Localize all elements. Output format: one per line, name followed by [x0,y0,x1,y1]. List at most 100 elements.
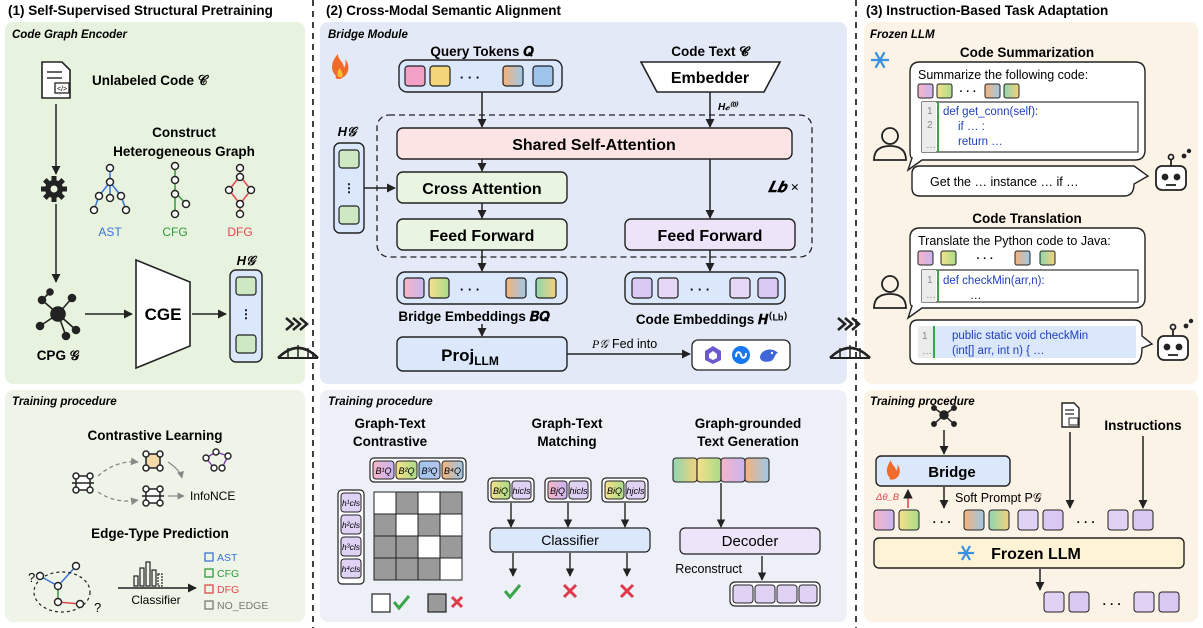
frozen-llm-block [873,537,1185,569]
match-classifier-block [489,527,651,553]
doc-input-icon [1061,402,1080,428]
svg-text:hjcls: hjcls [626,486,645,496]
cross-attention-label: Cross Attention [422,181,541,198]
gtm-title-2: Matching [537,434,596,449]
user-icon-1 [873,127,907,161]
snowflake-icon-bottom [958,545,974,561]
soft-prompt-label: Soft Prompt P𝒢 [955,491,1042,505]
svg-text:2: 2 [927,120,933,131]
aug-arrow-1 [97,457,139,477]
reconstruct-label: Reconstruct [675,562,742,576]
construct-label-2: Heterogeneous Graph [113,144,255,159]
matrix-cell [395,491,419,515]
svg-text:h²cls: h²cls [342,520,361,530]
svg-text:h⁴cls: h⁴cls [342,564,362,574]
hg-label-left: H𝒢 [237,253,258,268]
embedder-label: Embedder [671,70,749,87]
code-trans-title: Code Translation [972,211,1082,226]
cge-label: CGE [145,305,182,324]
cpg-label: CPG 𝒢 [37,348,81,363]
matrix-cell [373,557,397,581]
classifier-bars-icon [133,561,163,587]
svg-text:1: 1 [927,106,933,117]
summ-soft-tokens: · · · [917,83,1020,99]
meta-logo-icon [732,346,750,364]
matrix-cell [417,557,441,581]
caption-bridge-module: Bridge Module [328,29,408,41]
ggtg-title-2: Text Generation [697,434,799,449]
svg-text:B²Q: B²Q [398,466,414,476]
code-embeddings-label: Code Embeddings 𝑯⁽ᴸᵇ⁾ [636,310,788,327]
dfg-label: DFG [227,225,252,239]
summ-prompt-text: Summarize the following code: [918,68,1088,82]
svg-text:B³Q: B³Q [421,466,437,476]
matrix-cell [395,513,419,537]
svg-text:1: 1 [922,331,928,342]
fire-icon-bridge [332,54,349,80]
svg-text:CFG: CFG [217,568,239,580]
transition-icon-2 [829,317,871,359]
svg-text:· · ·: · · · [959,86,976,98]
lb-repeat-label: 𝑳𝒃 × [767,180,799,196]
frozen-llm-label: Frozen LLM [991,546,1081,563]
infonce-arrow-1 [167,461,184,479]
right-instr-tokens: · · · [1017,509,1154,531]
right-output-tokens: · · · [1043,591,1180,613]
svg-text:BiQ: BiQ [493,486,508,496]
dfg-graph-icon [224,163,256,219]
svg-text:hicls: hicls [569,486,588,496]
pos-neg-graph-icon [202,448,232,472]
bridge-embeddings-label: Bridge Embeddings 𝑩𝑸 [398,309,551,324]
svg-text:B¹Q: B¹Q [375,466,391,476]
transition-icon-1 [277,317,319,359]
svg-text:BjQ: BjQ [550,486,565,496]
matrix-cell [373,513,397,537]
svg-text:NO_EDGE: NO_EDGE [217,600,268,612]
code-text-label: Code Text 𝓒 [671,44,751,59]
summ-answer-text: Get the … instance … if … [930,175,1079,189]
svg-text:· · ·: · · · [690,282,710,297]
question-mark-2: ? [94,600,101,615]
right-soft-tokens: · · · [873,509,1010,531]
svg-text:· · ·: · · · [976,253,993,265]
bridge-block [875,455,1011,487]
query-tokens-label: Query Tokens 𝑸 [430,44,535,59]
svg-text:DFG: DFG [217,584,239,596]
snowflake-icon-top [871,51,889,69]
robot-icon-1 [1155,148,1192,191]
code-summ-title: Code Summarization [960,45,1094,60]
check-icon-legend [392,595,411,611]
gtc-title-2: Contrastive [353,434,428,449]
svg-text:BiQ: BiQ [607,486,622,496]
h-tokens: h¹cls h²cls h³cls h⁴cls [340,492,362,579]
summ-code-line-2: if … : [958,121,985,133]
shared-self-attention-label: Shared Self-Attention [512,137,676,154]
infonce-label: InfoNCE [190,489,235,503]
trans-soft-tokens: · · · [917,250,1056,266]
svg-text:h³cls: h³cls [342,542,361,552]
graph-view-icon-b [142,485,164,507]
document-icon: </> [41,61,71,99]
check-icon-match [503,584,522,600]
construct-label-1: Construct [152,125,216,140]
caption-training-left: Training procedure [12,396,117,408]
trans-answer-line-1: public static void checkMin [952,330,1088,342]
trans-code-block [921,269,1139,303]
match-pair-1: BiQ hicls [487,477,535,503]
fire-icon-small [886,460,900,480]
ast-graph-icon [89,163,131,215]
section-title-3: (3) Instruction-Based Task Adaptation [866,3,1108,18]
matrix-cell [373,491,397,515]
svg-text:⋮: ⋮ [343,181,355,195]
edge-type-title: Edge-Type Prediction [91,526,229,541]
trans-code-line-2: … [970,290,982,302]
hg-label-mid: H𝒢 [338,124,359,139]
match-pair-2: BjQ hicls [544,477,592,503]
ggtg-title-1: Graph-grounded [695,416,802,431]
summ-code-line-3: return … [958,136,1003,148]
cross-icon-legend [450,595,464,609]
graph-view-icon-a [142,450,164,472]
svg-text:⋮: ⋮ [240,307,252,321]
matrix-cell [417,513,441,537]
whale-logo-icon [760,349,778,362]
